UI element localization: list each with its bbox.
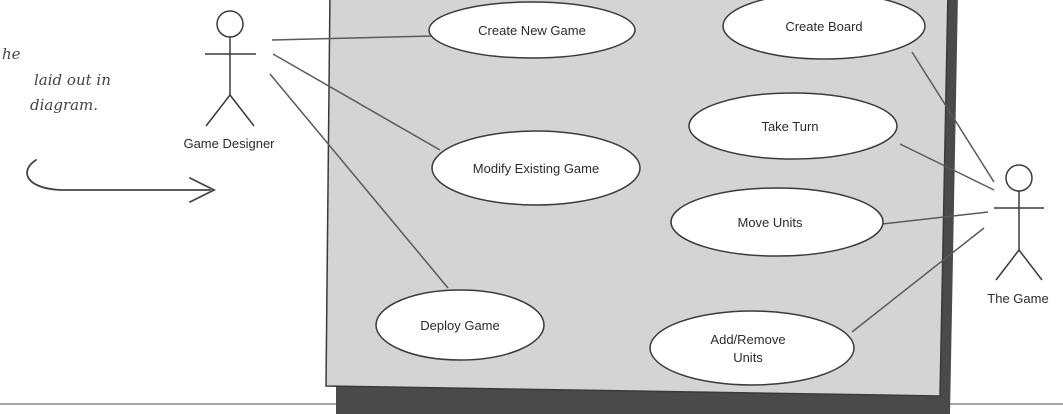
assoc-take-turn-the-game xyxy=(899,143,995,191)
assoc-move-units-the-game xyxy=(881,211,989,225)
use-case-label: Take Turn xyxy=(761,119,818,134)
actor-left-leg xyxy=(205,94,231,127)
use-case-create-new-game: Create New Game xyxy=(428,1,636,59)
handwritten-note-line-3: diagram. xyxy=(30,96,98,114)
use-case-deploy-game: Deploy Game xyxy=(375,289,545,361)
assoc-designer-deploy-game xyxy=(269,73,449,289)
assoc-create-board-the-game xyxy=(911,51,995,183)
use-case-move-units: Move Units xyxy=(670,187,884,257)
handwritten-note: he laid out in diagram. xyxy=(2,45,111,114)
actor-left-leg xyxy=(995,249,1020,281)
use-case-add-remove-units: Add/Remove Units xyxy=(649,310,855,386)
actor-right-leg xyxy=(1018,249,1043,281)
assoc-designer-modify-existing-game xyxy=(272,53,441,151)
actor-head-icon xyxy=(1005,164,1033,192)
hand-drawn-arrow-icon xyxy=(26,159,217,203)
use-case-label: Deploy Game xyxy=(420,318,499,333)
use-case-label-line-2: Units xyxy=(733,350,763,365)
use-case-label: Create New Game xyxy=(478,23,586,38)
use-case-ellipse xyxy=(375,289,545,361)
use-case-label: Move Units xyxy=(737,215,803,230)
arrow-head xyxy=(189,177,217,203)
use-case-ellipse xyxy=(688,92,898,160)
use-case-label-line-1: Add/Remove xyxy=(710,332,785,347)
use-case-label: Modify Existing Game xyxy=(473,161,599,176)
assoc-add-remove-units-the-game xyxy=(851,227,985,333)
use-case-ellipse xyxy=(428,1,636,59)
actor-the-game xyxy=(994,164,1044,281)
arrow-curve xyxy=(26,159,211,191)
use-case-ellipse xyxy=(722,0,926,60)
actor-head-icon xyxy=(216,10,244,38)
use-case-modify-existing-game: Modify Existing Game xyxy=(431,130,641,206)
use-case-take-turn: Take Turn xyxy=(688,92,898,160)
use-case-ellipse xyxy=(670,187,884,257)
assoc-designer-create-new-game xyxy=(271,35,433,41)
use-case-ellipse xyxy=(649,310,855,386)
use-case-ellipse xyxy=(431,130,641,206)
handwritten-note-line-1: he xyxy=(2,45,21,63)
use-case-label: Create Board xyxy=(785,19,862,34)
handwritten-note-line-2: laid out in xyxy=(34,71,111,89)
associations xyxy=(269,35,995,333)
actor-game-designer xyxy=(205,10,256,127)
use-case-create-board: Create Board xyxy=(722,0,926,60)
actor-label-game-designer: Game Designer xyxy=(183,136,275,151)
actor-right-leg xyxy=(229,94,255,127)
actor-label-the-game: The Game xyxy=(987,291,1048,306)
